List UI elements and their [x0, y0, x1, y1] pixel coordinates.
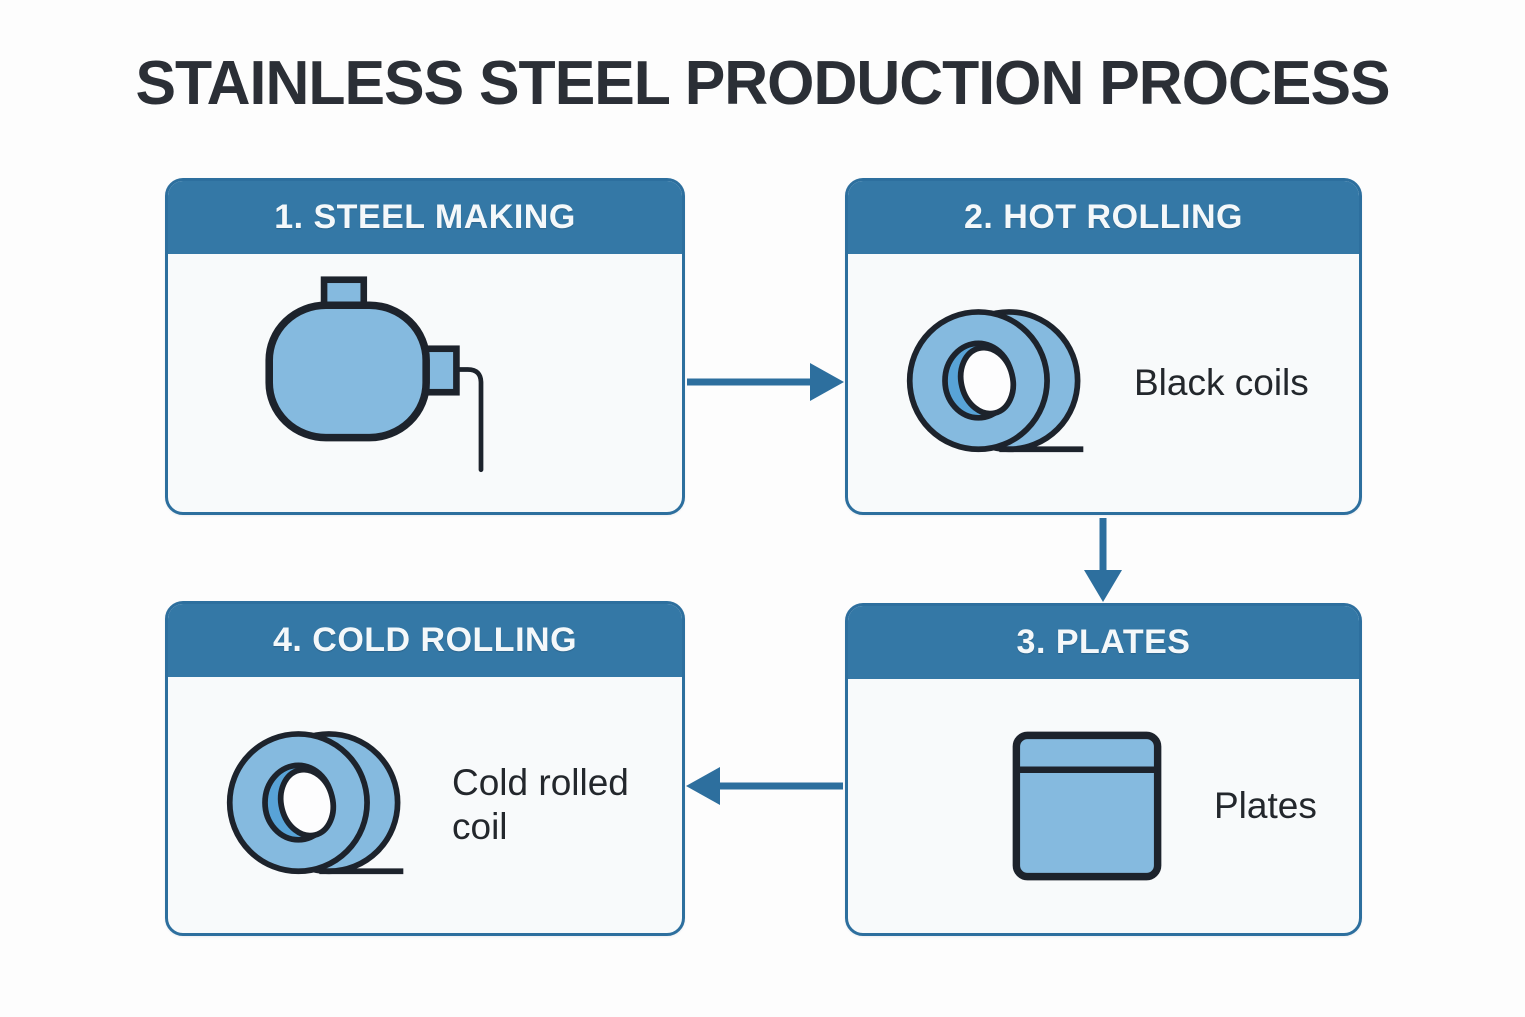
- arrow-hotrolling-to-plates-icon: [1084, 518, 1122, 602]
- step-box-plates: 3. PLATES Plates: [845, 603, 1362, 936]
- step-header-cold-rolling: 4. COLD ROLLING: [168, 604, 682, 677]
- step-box-steel-making: 1. STEEL MAKING: [165, 178, 685, 515]
- step-body-plates: Plates: [848, 679, 1359, 933]
- step-box-cold-rolling: 4. COLD ROLLING Cold rolled coil: [165, 601, 685, 936]
- step-body-steel-making: [168, 254, 682, 512]
- step-box-hot-rolling: 2. HOT ROLLING Black coils: [845, 178, 1362, 515]
- step-label-hot-rolling: Black coils: [1134, 361, 1309, 403]
- page-title: STAINLESS STEEL PRODUCTION PROCESS: [135, 49, 1390, 118]
- step-body-cold-rolling: Cold rolled coil: [168, 677, 682, 933]
- arrow-plates-to-coldrolling-icon: [686, 767, 843, 805]
- cold-rolled-coil-icon: [226, 731, 404, 875]
- step-label-cold-rolling: Cold rolled coil: [452, 761, 629, 847]
- step-header-steel-making: 1. STEEL MAKING: [168, 181, 682, 254]
- step-label-plates: Plates: [1214, 784, 1317, 826]
- step-header-hot-rolling: 2. HOT ROLLING: [848, 181, 1359, 254]
- arrow-steelmaking-to-hotrolling-icon: [687, 363, 844, 401]
- black-coil-icon: [906, 309, 1084, 453]
- step-body-hot-rolling: Black coils: [848, 254, 1359, 512]
- step-header-plates: 3. PLATES: [848, 606, 1359, 679]
- plate-icon: [1012, 731, 1162, 881]
- furnace-icon: [265, 276, 484, 473]
